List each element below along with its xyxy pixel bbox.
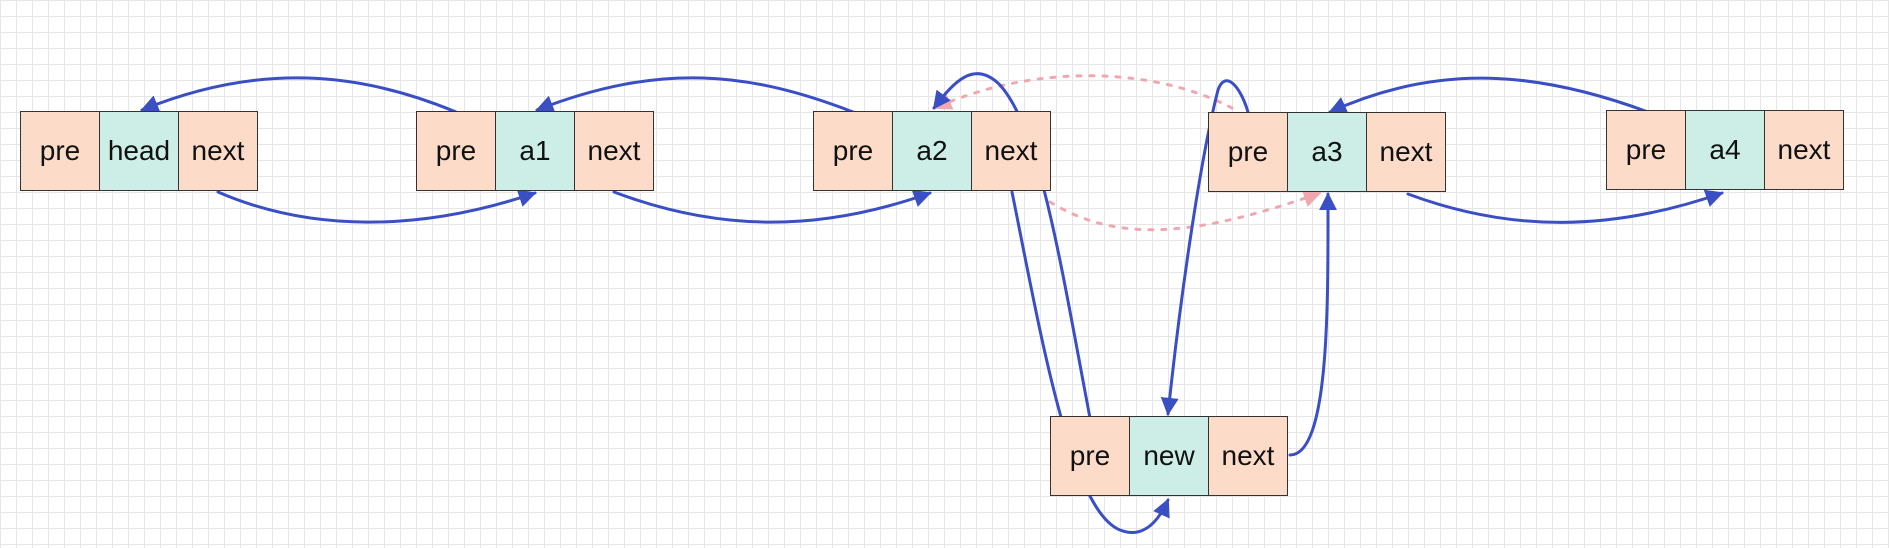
node-value-cell: a2 (892, 111, 972, 191)
list-node-head: pre head next (20, 111, 258, 191)
node-pre-cell: pre (20, 111, 100, 191)
node-next-cell: next (971, 111, 1051, 191)
link-a1-next-to-a2 (612, 189, 932, 224)
node-pre-cell: pre (1208, 112, 1288, 192)
link-a4-pre-to-a3 (1328, 76, 1650, 114)
node-value-cell: a1 (495, 111, 575, 191)
node-next-cell: next (574, 111, 654, 191)
list-node-a1: pre a1 next (416, 111, 654, 191)
node-pre-cell: pre (813, 111, 893, 191)
list-node-new: pre new next (1050, 416, 1288, 496)
node-pre-cell: pre (1050, 416, 1130, 496)
node-value-cell: a4 (1685, 110, 1765, 190)
removed-link-a2-next-to-a3 (1048, 189, 1322, 232)
node-value-cell: a3 (1287, 112, 1367, 192)
node-pre-cell: pre (1606, 110, 1686, 190)
node-next-cell: next (1366, 112, 1446, 192)
node-next-cell: next (178, 111, 258, 191)
list-node-a4: pre a4 next (1606, 110, 1844, 190)
link-head-next-to-a1 (216, 189, 537, 224)
link-a1-pre-to-head (140, 76, 458, 114)
link-a2-pre-to-a1 (535, 76, 855, 114)
list-node-a3: pre a3 next (1208, 112, 1446, 192)
link-a3-next-to-a4 (1406, 189, 1724, 224)
node-value-cell: new (1129, 416, 1209, 496)
node-next-cell: next (1764, 110, 1844, 190)
link-new-next-to-a3 (1288, 192, 1338, 457)
node-value-cell: head (99, 111, 179, 191)
node-next-cell: next (1208, 416, 1288, 496)
list-node-a2: pre a2 next (813, 111, 1051, 191)
removed-link-a3-pre-to-a2 (933, 74, 1234, 110)
node-pre-cell: pre (416, 111, 496, 191)
